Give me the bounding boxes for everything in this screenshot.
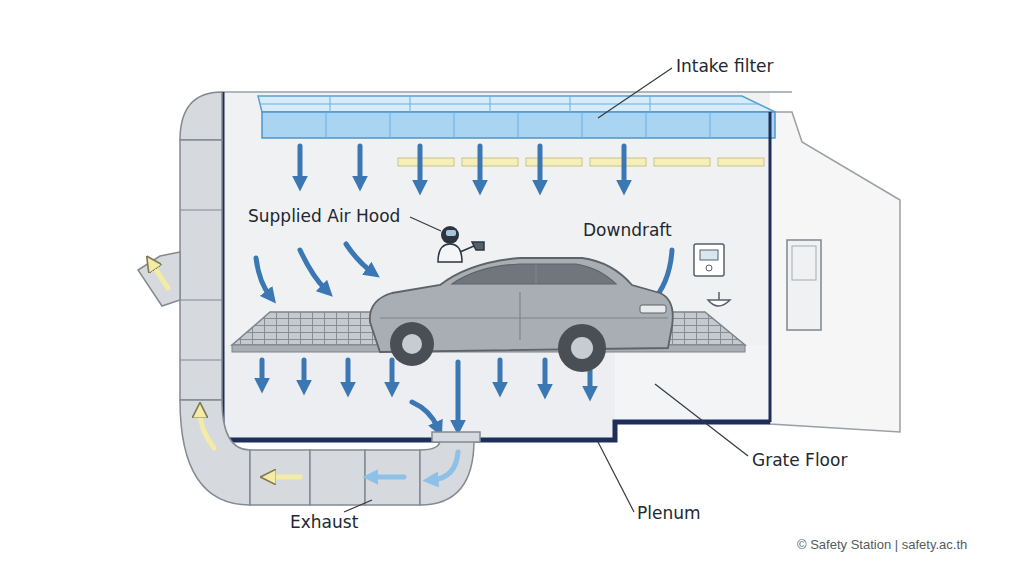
light-strip [590, 158, 646, 166]
duct-section [250, 450, 310, 505]
duct-elbow [420, 440, 474, 505]
booth-roof-line [222, 91, 792, 93]
exhaust-arrow [152, 264, 168, 288]
duct-section [365, 450, 420, 505]
duct-seam [180, 210, 222, 360]
light-strip [526, 158, 582, 166]
duct-outlet [138, 252, 180, 306]
plenum-arrows [262, 360, 590, 428]
part-label: Supplied Air Hood [248, 206, 400, 226]
car-headlight [640, 305, 666, 313]
part-label: Intake filter [676, 56, 774, 76]
airflow-arrow [390, 360, 395, 388]
painter [438, 226, 484, 262]
car-wheel [558, 324, 606, 372]
light-strip [398, 158, 454, 166]
car-wheel [390, 322, 434, 366]
leader-line [655, 384, 748, 456]
car [370, 258, 673, 372]
car-hub [402, 334, 422, 354]
airflow-arrow [358, 146, 363, 182]
part-label: Exhaust [290, 512, 358, 532]
airflow-arrow [260, 360, 265, 384]
light-strip [462, 158, 518, 166]
panel-screen [700, 250, 718, 260]
exhaust-arrow [432, 452, 458, 480]
air-hood [441, 226, 459, 244]
booth-door [787, 240, 821, 330]
airflow-arrow [256, 258, 270, 296]
duct-elbow [180, 92, 222, 140]
part-label: Downdraft [583, 220, 672, 240]
airflow-arrow [300, 250, 326, 290]
car-window [452, 264, 616, 284]
leader-line [598, 442, 634, 512]
booth-side-wall [770, 112, 900, 432]
airflow-arrow [418, 146, 423, 186]
airflow-arrow [543, 360, 548, 390]
exhaust-arrow [270, 475, 300, 480]
light-strips [398, 158, 764, 166]
leader-lines [344, 68, 748, 512]
watermark: © Safety Station | safety.ac.th [797, 537, 967, 553]
airflow-arrow [498, 360, 503, 388]
booth-outline [222, 92, 770, 440]
booth-outline [769, 112, 772, 422]
airflow-arrow [298, 146, 303, 182]
control-panel [694, 244, 724, 276]
sink [708, 292, 730, 306]
airflow-arrow [346, 244, 372, 272]
duct-elbow [180, 400, 250, 505]
leader-line [410, 217, 441, 231]
filter-grid [260, 96, 758, 138]
door-panel [792, 246, 816, 280]
painter-body [438, 244, 462, 262]
plenum-side [615, 345, 770, 422]
airflow-arrow [456, 362, 461, 426]
exhaust-arrow [372, 475, 404, 480]
leader-line [598, 68, 672, 118]
light-strip [654, 158, 710, 166]
panel-knob [706, 265, 712, 271]
duct-section [310, 450, 365, 505]
part-label: Plenum [637, 503, 701, 523]
spray-gun [460, 242, 484, 252]
duct-flange [432, 432, 480, 442]
hood-visor [446, 230, 456, 236]
airflow-arrow [538, 146, 543, 186]
airflow-arrow [302, 360, 307, 386]
leader-line [344, 500, 372, 512]
airflow-arrow [346, 360, 351, 388]
downdraft-arrows [256, 146, 672, 302]
airflow-arrow [412, 402, 438, 428]
car-hub [571, 337, 593, 359]
airflow-arrow [622, 146, 627, 186]
airflow-arrow [478, 146, 483, 186]
duct-riser [180, 140, 222, 400]
light-strip [718, 158, 764, 166]
part-label: Grate Floor [752, 450, 847, 470]
exhaust-arrow [200, 412, 214, 448]
